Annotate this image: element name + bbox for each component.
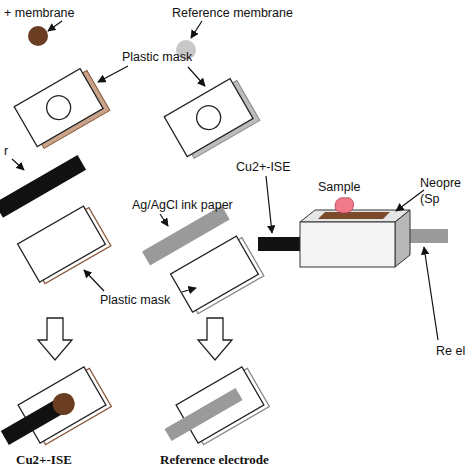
electrode-label: Cu2+-ISE [16,452,72,468]
electrode-label: Cu2+-ISE [236,160,291,176]
electrode-label: Re el [436,344,466,360]
sample-label: Sample [318,180,360,196]
mask-label: Plastic mask [100,293,170,309]
paper-label: Ag/AgCl ink paper [132,198,233,214]
mask-label: Plastic mask [122,50,192,66]
paper-label: r [4,144,8,160]
membrane-label: + membrane [4,6,75,22]
electrode-label: Reference electrode [160,452,269,468]
membrane-label: Reference membrane [172,6,293,22]
spacer-label: Neopre (Sp [420,176,468,207]
